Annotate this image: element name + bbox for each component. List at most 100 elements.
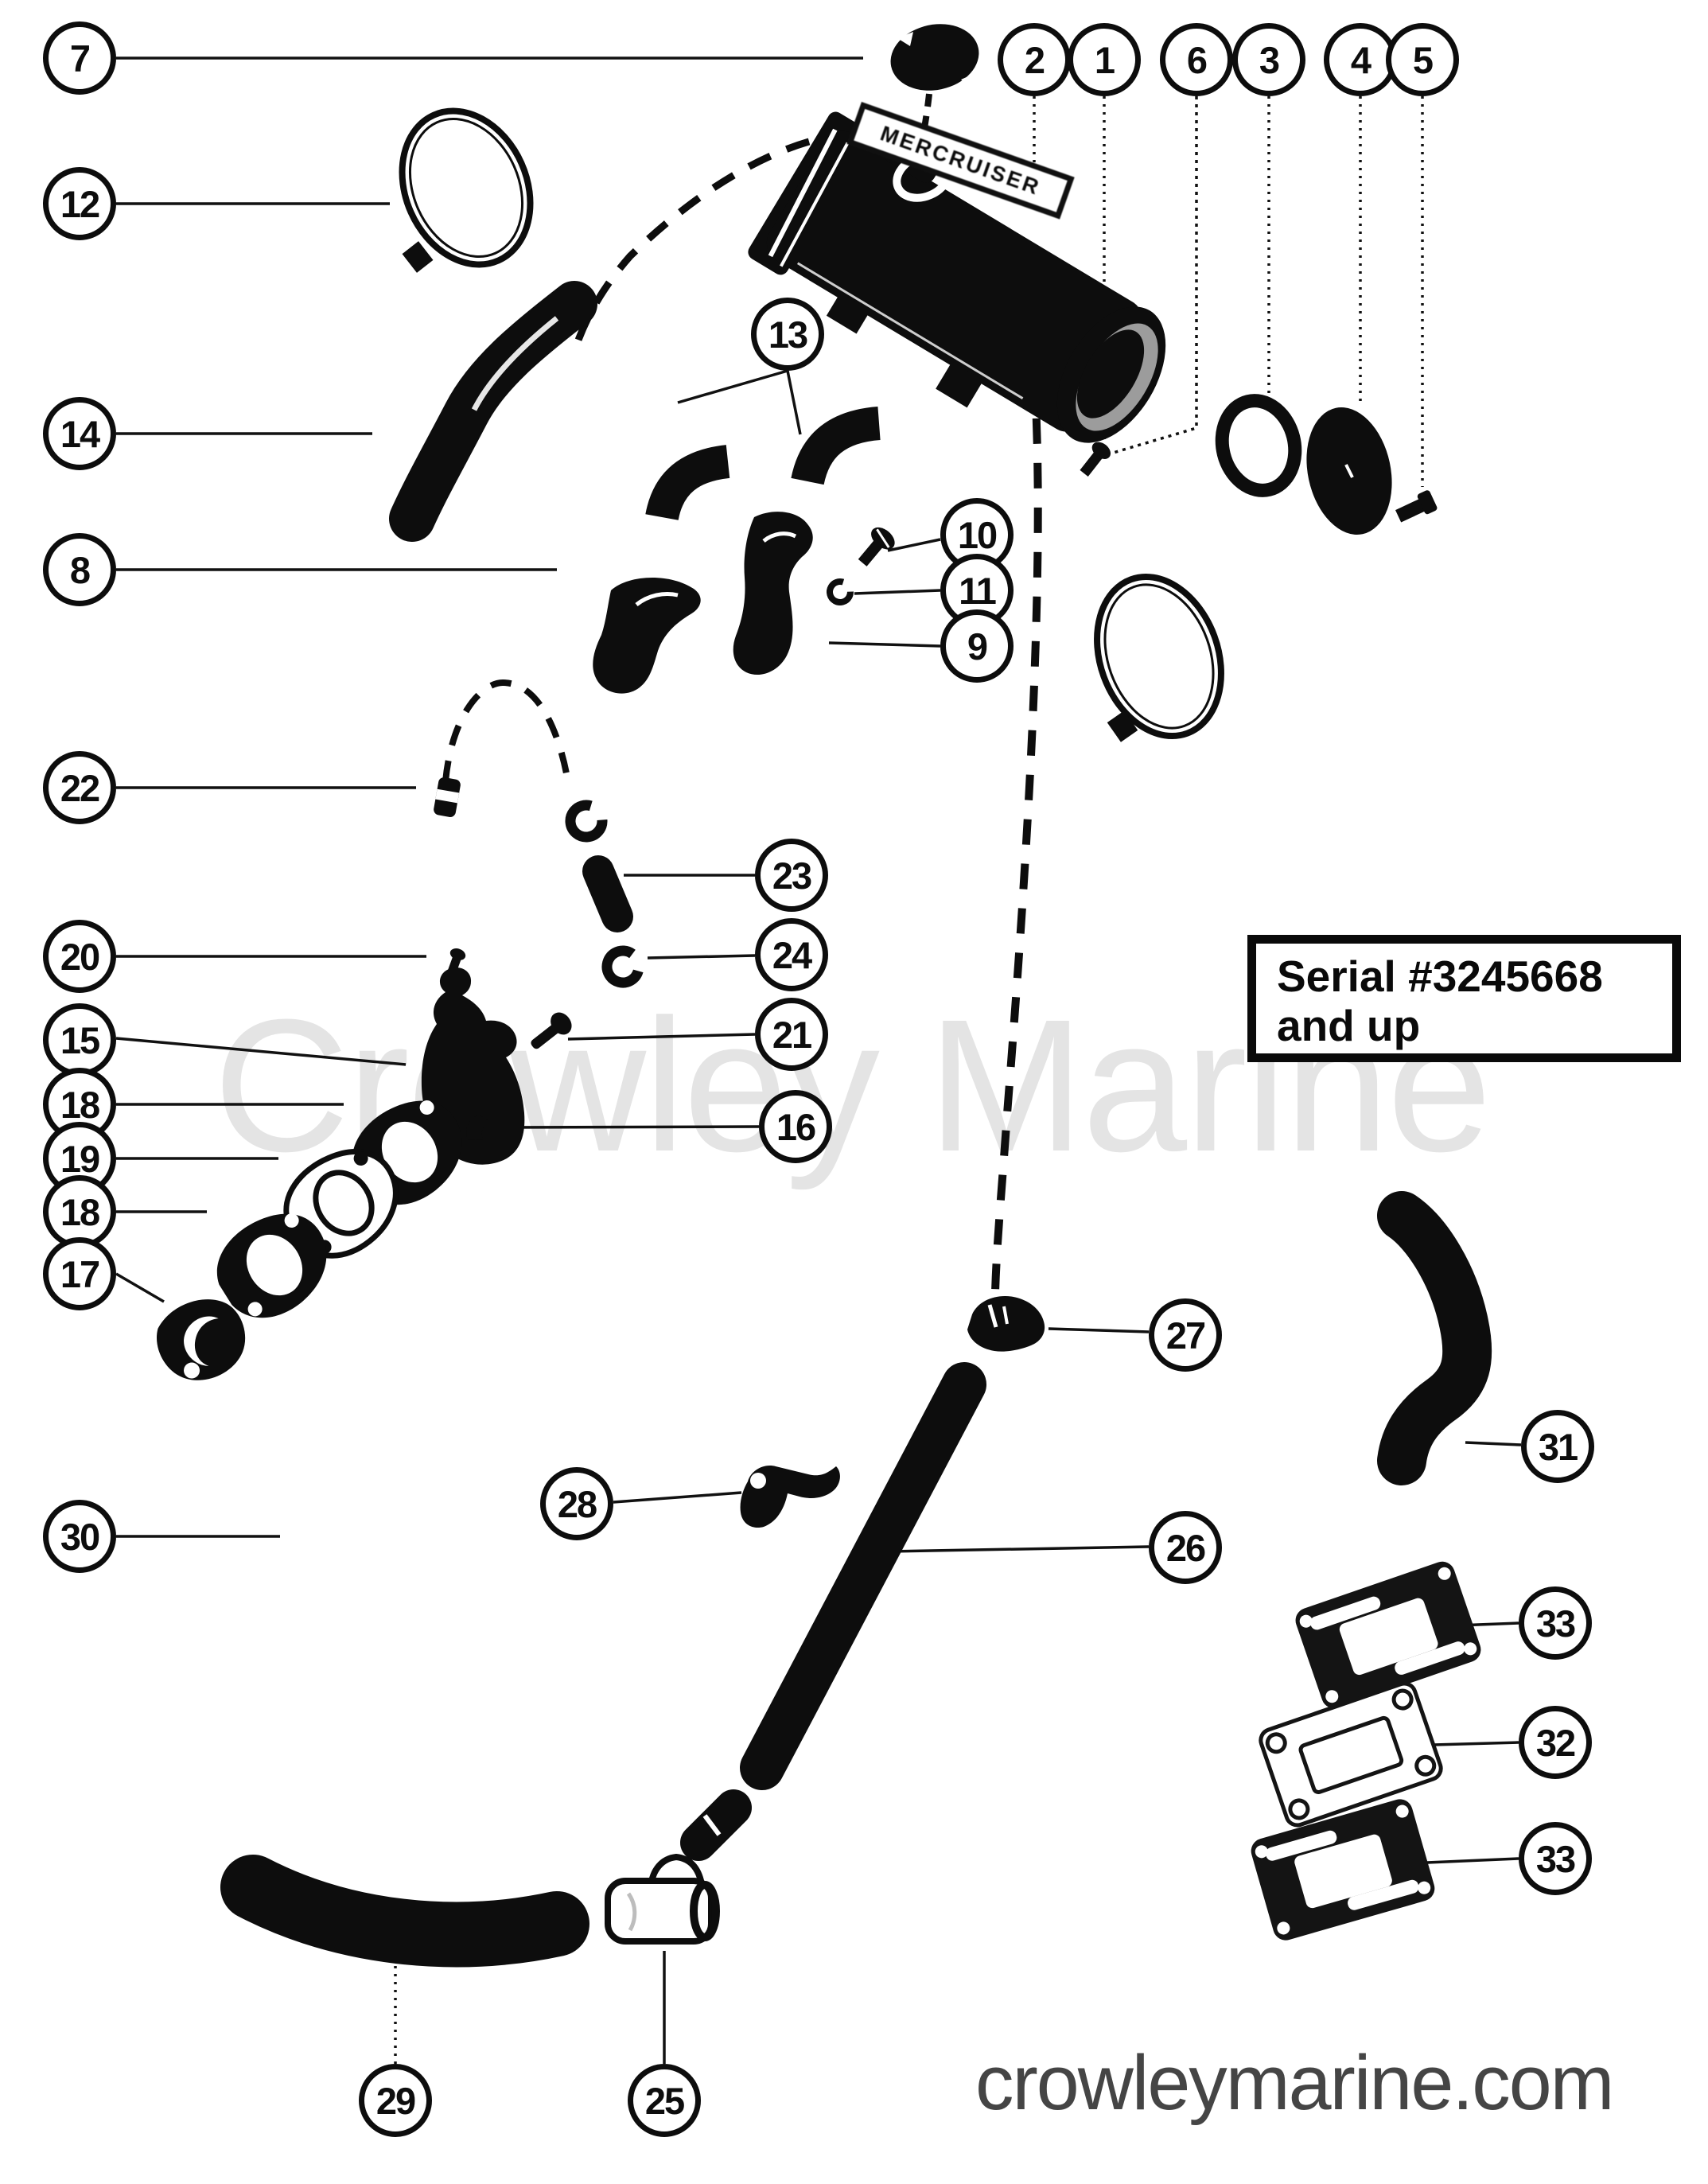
riser-elbow-upper-right: [791, 407, 881, 485]
seal-ring-3: [1215, 394, 1302, 497]
callout-number: 18: [60, 1190, 100, 1233]
hose-clamp-large: [1094, 573, 1224, 742]
callout-number: 8: [69, 548, 91, 591]
drain-to-elbow-dash: [991, 373, 1042, 1293]
callout-number: 16: [776, 1105, 816, 1148]
callout-number: 14: [60, 412, 100, 455]
callout-number: 10: [957, 513, 998, 556]
serial-line-2: and up: [1277, 1001, 1421, 1050]
leader-11: [854, 589, 941, 595]
callout-number: 26: [1165, 1526, 1206, 1569]
callout-7: 7: [43, 21, 116, 95]
leader-6: [1110, 96, 1198, 455]
callout-28: 28: [540, 1467, 613, 1540]
spring-clamp-24: [601, 945, 644, 988]
callout-number: 19: [60, 1137, 100, 1180]
callout-15: 15: [43, 1003, 116, 1076]
callout-number: 27: [1165, 1314, 1206, 1357]
callout-number: 18: [60, 1083, 100, 1126]
callout-31: 31: [1521, 1410, 1594, 1483]
callout-number: 12: [60, 182, 100, 225]
curved-hose-31: [1377, 1191, 1492, 1485]
callout-number: 15: [60, 1018, 100, 1061]
site-name: crowleymarine.com: [975, 2039, 1614, 2126]
callout-29: 29: [359, 2064, 432, 2137]
callout-20: 20: [43, 920, 116, 993]
vent-hose-23: [582, 855, 633, 932]
callout-14: 14: [43, 397, 116, 470]
leader-15: [115, 1037, 407, 1066]
short-hose: [680, 1789, 752, 1861]
callout-21: 21: [755, 998, 828, 1071]
bracket-28: [740, 1466, 840, 1528]
bolt-5: [1395, 490, 1438, 523]
riser-elbow-upper-left: [645, 445, 730, 521]
callout-number: 21: [772, 1013, 812, 1056]
leader-28: [613, 1491, 742, 1504]
serial-plate: Serial #3245668 and up: [1247, 935, 1681, 1062]
callout-number: 3: [1259, 38, 1280, 81]
callout-2: 2: [998, 23, 1071, 96]
leader-33b: [1426, 1857, 1519, 1864]
callout-23: 23: [755, 839, 828, 912]
thermostat-17: [157, 1299, 246, 1380]
gasket-33a: [1295, 1561, 1481, 1709]
callout-number: 25: [644, 2079, 685, 2122]
callout-number: 20: [60, 935, 100, 978]
bolt-21: [531, 1012, 572, 1049]
riser-boot-9: [733, 512, 813, 675]
callout-1: 1: [1068, 23, 1141, 96]
callout-16: 16: [759, 1090, 832, 1163]
callout-number: 23: [772, 854, 812, 897]
serial-line-1: Serial #3245668: [1277, 952, 1603, 1001]
tee-fitting-25: [605, 1853, 720, 1945]
hose-clamp-12: [399, 107, 534, 273]
callout-number: 11: [959, 569, 997, 612]
screw-10: [858, 527, 895, 566]
callout-number: 22: [60, 766, 100, 809]
lower-hose-29: [220, 1855, 589, 1968]
callout-number: 24: [772, 933, 812, 976]
exhaust-hose-14: [389, 281, 597, 542]
leader-24: [647, 954, 756, 960]
leader-27: [1048, 1327, 1150, 1333]
elbow-27: [967, 1295, 1045, 1352]
callout-number: 31: [1538, 1425, 1578, 1468]
vent-fitting-22: [434, 777, 461, 817]
leader-26: [889, 1545, 1150, 1553]
riser-boot-8: [593, 577, 701, 694]
leader-21: [567, 1033, 756, 1041]
leader-9: [828, 641, 941, 648]
exhaust-manifold: [748, 111, 1166, 443]
leader-lines: [115, 56, 1522, 2064]
washer-11: [827, 578, 854, 605]
callout-number: 4: [1350, 38, 1371, 81]
callout-17: 17: [43, 1237, 116, 1310]
callout-number: 13: [768, 313, 808, 356]
callout-12: 12: [43, 167, 116, 240]
callout-22: 22: [43, 751, 116, 824]
callout-13: 13: [751, 298, 824, 371]
callout-number: 17: [60, 1252, 100, 1295]
callout-number: 28: [557, 1482, 597, 1525]
drain-fitting-6: [1080, 442, 1111, 477]
callout-33: 33: [1519, 1822, 1592, 1895]
vent-hose-dash: [442, 679, 570, 782]
exhaust-tube-26: [740, 1362, 986, 1790]
callout-number: 30: [60, 1515, 100, 1558]
elbow-fitting-16: [466, 1115, 488, 1140]
callout-33: 33: [1519, 1586, 1592, 1660]
leader-32: [1433, 1741, 1519, 1746]
callout-8: 8: [43, 533, 116, 606]
filler-cap: [890, 24, 979, 91]
callout-number: 6: [1186, 38, 1208, 81]
gasket-18b: [200, 1195, 347, 1335]
callout-number: 9: [967, 625, 988, 668]
callout-number: 2: [1024, 38, 1045, 81]
callout-9: 9: [940, 609, 1014, 683]
callout-30: 30: [43, 1500, 116, 1573]
callout-number: 32: [1535, 1721, 1576, 1764]
callout-27: 27: [1149, 1298, 1222, 1372]
